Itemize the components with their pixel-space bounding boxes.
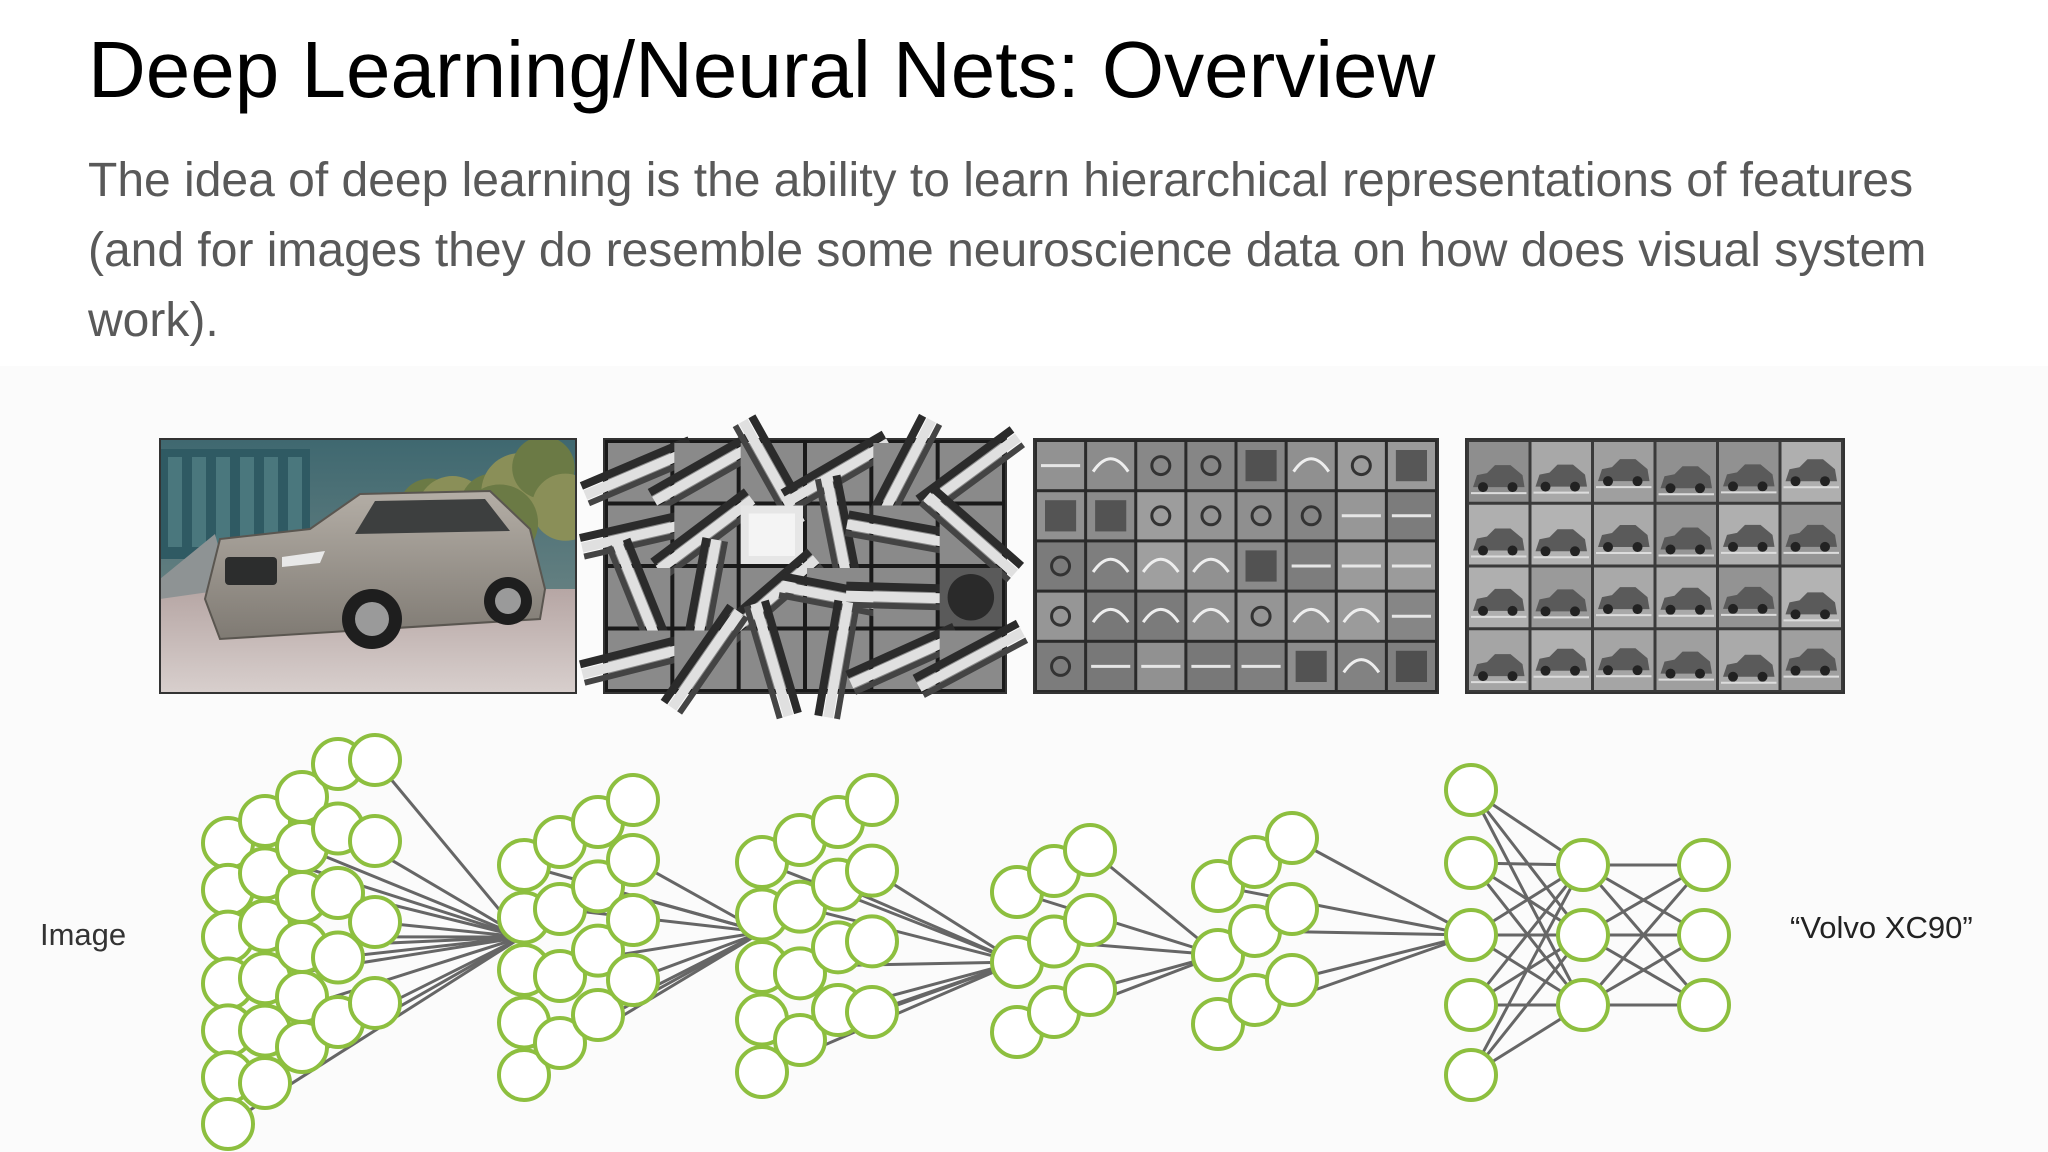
neuron-node bbox=[533, 1016, 587, 1070]
network-edge bbox=[373, 759, 524, 938]
neuron-node bbox=[1063, 893, 1117, 947]
neuron-node bbox=[735, 1045, 789, 1099]
fc-node bbox=[1444, 978, 1498, 1032]
neuron-node bbox=[606, 893, 660, 947]
network-edge bbox=[1469, 864, 1585, 1006]
neuron-node bbox=[606, 953, 660, 1007]
fc-node bbox=[1556, 908, 1610, 962]
input-label: Image bbox=[40, 917, 127, 952]
output-node bbox=[1677, 838, 1731, 892]
neuron-node bbox=[773, 946, 827, 1001]
network-edge bbox=[871, 869, 1018, 964]
network-edge bbox=[1469, 864, 1585, 1076]
network-edge bbox=[1291, 836, 1472, 937]
feature-panels bbox=[159, 413, 1845, 720]
neuron-node bbox=[533, 949, 587, 1003]
edge-filter-grid bbox=[579, 413, 1029, 720]
neuron-node bbox=[348, 976, 402, 1030]
neuron-node bbox=[1063, 823, 1117, 877]
output-node bbox=[1677, 978, 1731, 1032]
neuron-node bbox=[845, 843, 899, 898]
fc-node bbox=[1444, 908, 1498, 962]
network-edge bbox=[1581, 864, 1706, 1006]
object-filter-grid bbox=[1465, 438, 1845, 694]
fc-node bbox=[1444, 1048, 1498, 1102]
neuron-node bbox=[606, 773, 660, 827]
network-nodes bbox=[201, 733, 1731, 1151]
network-edge bbox=[1089, 848, 1219, 957]
network-edge bbox=[337, 935, 523, 959]
neuron-node bbox=[1265, 811, 1319, 865]
neuron-node bbox=[311, 930, 365, 985]
network-edge bbox=[1217, 884, 1472, 937]
neuron-node bbox=[201, 1097, 255, 1151]
network-edge bbox=[837, 883, 1018, 964]
slide-title: Deep Learning/Neural Nets: Overview bbox=[88, 25, 1436, 114]
figure-canvas bbox=[159, 413, 1845, 1151]
neuron-node bbox=[571, 988, 625, 1042]
network-edge bbox=[1469, 934, 1585, 1076]
network-edge bbox=[301, 845, 523, 939]
network-edge bbox=[597, 884, 763, 934]
output-label: “Volvo XC90” bbox=[1790, 910, 1973, 945]
neuron-node bbox=[845, 773, 899, 827]
network-edge bbox=[1016, 890, 1219, 957]
network-edge bbox=[799, 905, 1018, 964]
neuron-node bbox=[571, 923, 625, 978]
neuron-node bbox=[606, 833, 660, 887]
fc-node bbox=[1556, 978, 1610, 1032]
slide-body-text: The idea of deep learning is the ability… bbox=[88, 154, 1927, 347]
neuron-node bbox=[845, 914, 899, 969]
neuron-node bbox=[348, 895, 402, 949]
neuron-node bbox=[1063, 963, 1117, 1017]
neuron-node bbox=[845, 985, 899, 1039]
neuron-node bbox=[773, 1013, 827, 1067]
part-filter-grid bbox=[1033, 438, 1439, 694]
neuron-node bbox=[238, 1056, 292, 1110]
network-edge bbox=[1291, 933, 1472, 982]
fc-node bbox=[1556, 838, 1610, 892]
output-node bbox=[1677, 908, 1731, 962]
neuron-node bbox=[1265, 953, 1319, 1007]
neuron-node bbox=[1265, 882, 1319, 936]
neuron-node bbox=[497, 1048, 551, 1102]
neuron-node bbox=[311, 866, 365, 920]
car-photo bbox=[159, 438, 577, 694]
deep-learning-figure bbox=[0, 366, 2048, 1152]
network-edge bbox=[761, 860, 1018, 964]
neuron-node bbox=[348, 733, 402, 787]
fc-node bbox=[1444, 836, 1498, 890]
neuron-node bbox=[348, 814, 402, 868]
fc-node bbox=[1444, 763, 1498, 817]
